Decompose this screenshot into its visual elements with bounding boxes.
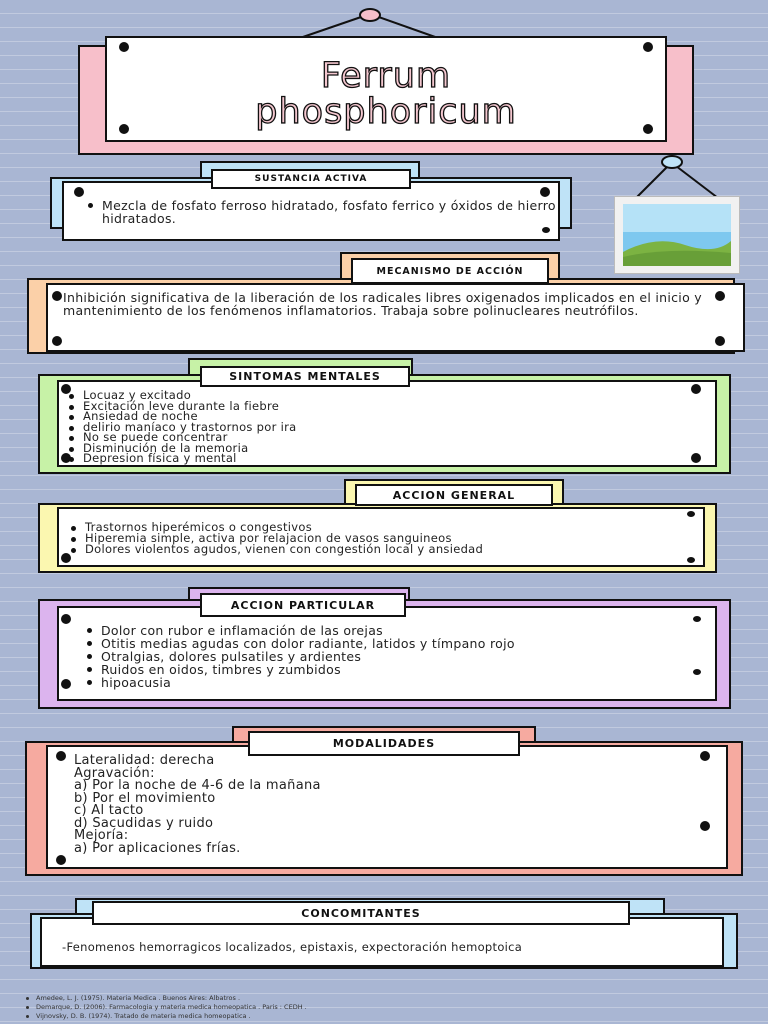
pin [61, 679, 71, 689]
title-line-2: phosphoricum [255, 92, 517, 132]
list-item: Mezcla de fosfato ferroso hidratado, fos… [84, 199, 564, 225]
pin [74, 187, 84, 197]
concomitantes-text: -Fenomenos hemorragicos localizados, epi… [62, 940, 523, 954]
pin [56, 855, 66, 865]
pin [61, 384, 71, 394]
concomitantes-label: Concomitantes [92, 901, 630, 925]
reference-item: Demarque, D. (2006). Farmacologia y mate… [22, 1003, 307, 1012]
sustancia-label: Sustancia activa [211, 169, 411, 189]
modalidad-line: c) Al tacto [74, 803, 144, 818]
pin [61, 553, 71, 563]
list-item: Otitis medias agudas con dolor radiante,… [83, 637, 703, 650]
general-label: Accion general [355, 484, 553, 506]
pin [52, 336, 62, 346]
mecanismo-label: Mecanismo de acción [351, 258, 549, 284]
pin [693, 669, 701, 675]
references-list: Amedee, L. J. (1975). Materia Medica . B… [22, 994, 307, 1021]
pin [61, 614, 71, 624]
pin [691, 453, 701, 463]
modalidad-line: Lateralidad: derecha [74, 753, 215, 768]
pin [715, 291, 725, 301]
pin [119, 42, 129, 52]
modalidad-line: a) Por la noche de 4-6 de la mañana [74, 778, 321, 793]
modalidad-line: Mejoría: [74, 828, 129, 843]
list-item: Depresion física y mental [65, 453, 665, 464]
concomitantes-card: -Fenomenos hemorragicos localizados, epi… [40, 917, 724, 967]
pin [52, 291, 62, 301]
list-item: Dolor con rubor e inflamación de las ore… [83, 624, 703, 637]
pin [542, 227, 550, 233]
list-item: Hiperemia simple, activa por relajacion … [67, 532, 687, 544]
pin [643, 124, 653, 134]
modalidad-line: a) Por aplicaciones frías. [74, 840, 241, 856]
particular-label: Accion particular [200, 593, 406, 617]
pin [687, 557, 695, 563]
list-item: No se puede concentrar [65, 432, 665, 443]
landscape-picture-icon [614, 196, 740, 274]
mentales-label: Sintomas mentales [200, 366, 410, 387]
sustancia-card: Mezcla de fosfato ferroso hidratado, fos… [62, 181, 560, 241]
pin [700, 821, 710, 831]
list-item: Ansiedad de noche [65, 411, 665, 422]
mentales-card: Locuaz y excitado Excitación leve durant… [57, 380, 717, 467]
pin [56, 751, 66, 761]
modalidades-label: Modalidades [248, 731, 520, 756]
pin [700, 751, 710, 761]
pin [61, 453, 71, 463]
mecanismo-card: Inhibición significativa de la liberació… [46, 283, 745, 352]
particular-card: Dolor con rubor e inflamación de las ore… [57, 606, 717, 701]
picture-hanger [635, 155, 719, 199]
list-item: Locuaz y excitado [65, 390, 665, 401]
pin [715, 336, 725, 346]
list-item: Trastornos hiperémicos o congestivos [67, 521, 687, 533]
title-card: Ferrum phosphoricum [105, 36, 667, 142]
page-title: Ferrum phosphoricum [107, 56, 665, 132]
modalidad-line: b) Por el movimiento [74, 790, 216, 806]
modalidad-line: Agravación: [74, 765, 155, 781]
modalidades-text: Lateralidad: derecha Agravación: a) Por … [74, 753, 694, 856]
pin [119, 124, 129, 134]
title-hanger [299, 8, 439, 39]
pin [643, 42, 653, 52]
pin [691, 384, 701, 394]
list-item: Disminución de la memoria [65, 442, 665, 454]
title-line-1: Ferrum [320, 56, 452, 96]
list-item: Excitación leve durante la fiebre [65, 400, 665, 412]
reference-item: Vijnovsky, D. B. (1974). Tratado de mate… [22, 1012, 307, 1021]
list-item: Dolores violentos agudos, vienen con con… [67, 543, 687, 555]
pin [540, 187, 550, 197]
pin [693, 616, 701, 622]
list-item: Otralgias, dolores pulsatiles y ardiente… [83, 650, 703, 663]
modalidades-card: Lateralidad: derecha Agravación: a) Por … [46, 745, 728, 869]
reference-item: Amedee, L. J. (1975). Materia Medica . B… [22, 994, 307, 1003]
pin [687, 511, 695, 517]
mecanismo-text: Inhibición significativa de la liberació… [63, 290, 702, 318]
list-item: Ruidos en oidos, timbres y zumbidos [83, 663, 703, 676]
general-card: Trastornos hiperémicos o congestivos Hip… [57, 507, 705, 567]
modalidad-line: d) Sacudidas y ruido [74, 815, 214, 831]
list-item: hipoacusia [83, 676, 703, 689]
list-item: delirio maníaco y trastornos por ira [65, 421, 665, 433]
